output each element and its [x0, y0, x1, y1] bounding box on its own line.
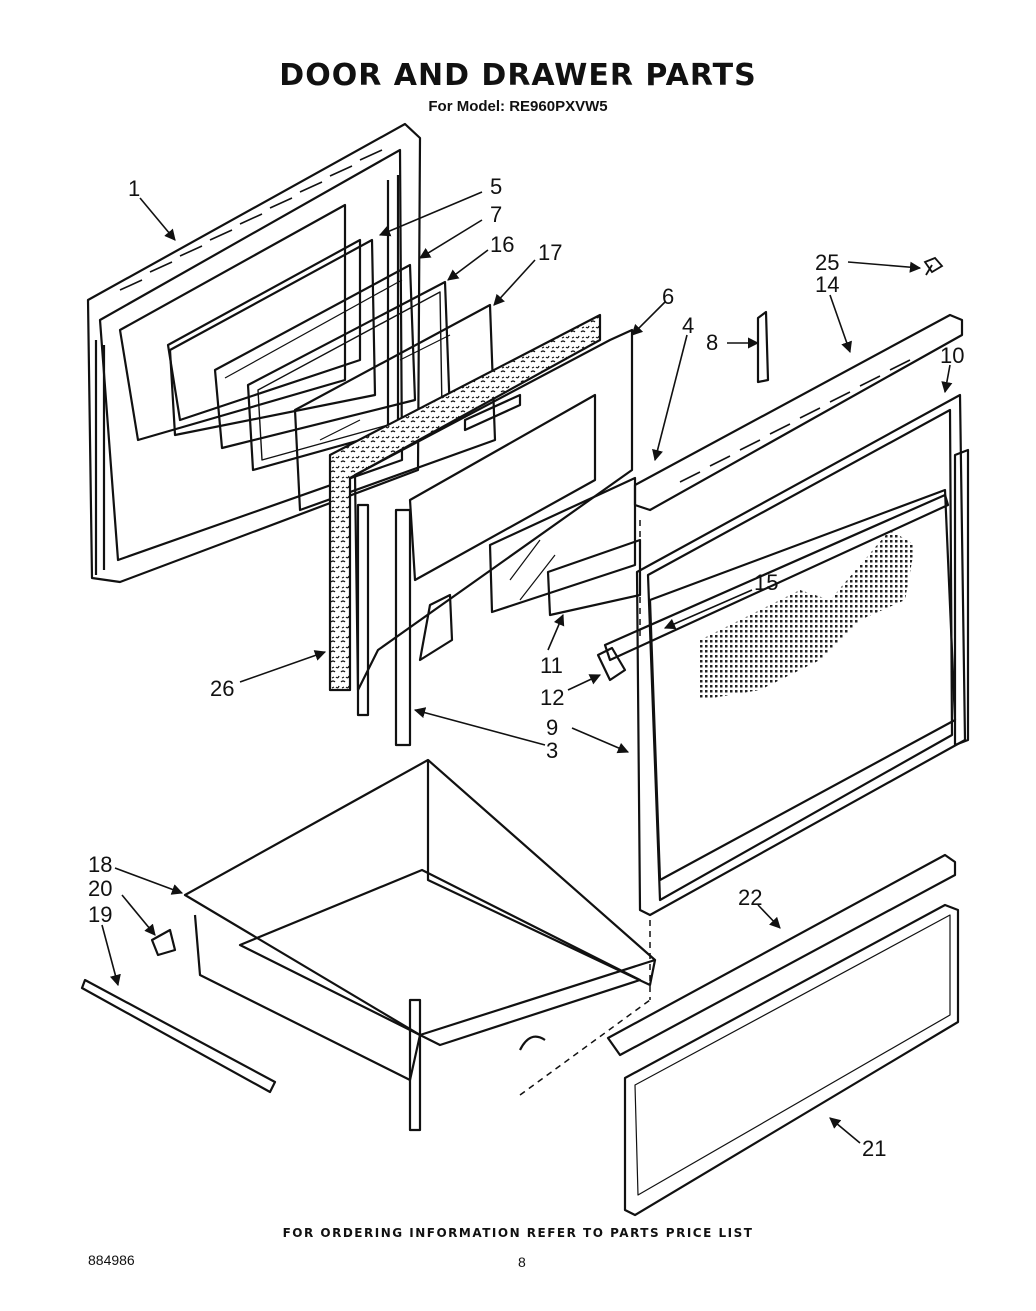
part-side-trim-left — [356, 503, 370, 717]
part-hinge — [596, 646, 627, 682]
callout-5: 5 — [490, 174, 502, 199]
part-insulation — [328, 313, 602, 692]
callout-19: 19 — [88, 902, 112, 927]
part-drawer-support — [606, 853, 957, 1057]
model-subtitle: For Model: RE960PXVW5 — [428, 98, 608, 115]
document-code: 884986 — [88, 1252, 135, 1268]
part-mesh-screen — [700, 530, 915, 700]
callout-9: 9 — [546, 715, 558, 740]
part-window-glass — [293, 303, 497, 512]
callout-17: 17 — [538, 240, 562, 265]
callout-21: 21 — [862, 1136, 886, 1161]
callout-10: 10 — [940, 343, 964, 368]
callout-12: 12 — [540, 685, 564, 710]
callout-18: 18 — [88, 852, 112, 877]
part-drawer-front — [623, 903, 960, 1217]
callout-22: 22 — [738, 885, 762, 910]
callout-15: 15 — [754, 570, 778, 595]
callout-14: 14 — [815, 272, 839, 297]
callout-7: 7 — [490, 202, 502, 227]
part-gasket — [168, 238, 377, 437]
callout-20: 20 — [88, 876, 112, 901]
part-window-trim — [488, 476, 637, 614]
callout-8: 8 — [706, 330, 718, 355]
callout-4: 4 — [682, 313, 694, 338]
part-top-trim — [633, 313, 964, 512]
part-side-trim-right — [394, 508, 412, 747]
callout-16: 16 — [490, 232, 514, 257]
ordering-note: FOR ORDERING INFORMATION REFER TO PARTS … — [282, 1226, 754, 1240]
callout-3: 3 — [546, 738, 558, 763]
callout-11: 11 — [540, 653, 563, 678]
part-inner-glass — [213, 263, 417, 450]
part-door-frame — [635, 393, 967, 917]
page-number: 8 — [518, 1254, 526, 1270]
callout-26: 26 — [210, 676, 234, 701]
callout-labels: 1 5 7 16 17 6 4 8 25 14 10 15 11 12 26 9… — [88, 174, 964, 1161]
part-outer-door-panel — [86, 122, 422, 584]
part-door-vents — [119, 149, 383, 291]
callout-1: 1 — [128, 176, 140, 201]
part-drawer — [183, 758, 657, 1132]
page-title: DOOR AND DRAWER PARTS — [279, 58, 757, 93]
part-clip — [150, 928, 177, 957]
callout-25: 25 — [815, 250, 839, 275]
screw-icon — [923, 256, 944, 276]
callout-6: 6 — [662, 284, 674, 309]
leader-lines — [101, 191, 953, 1144]
part-drawer-rail — [80, 978, 277, 1094]
part-bracket — [756, 310, 770, 384]
part-handle — [603, 493, 950, 662]
